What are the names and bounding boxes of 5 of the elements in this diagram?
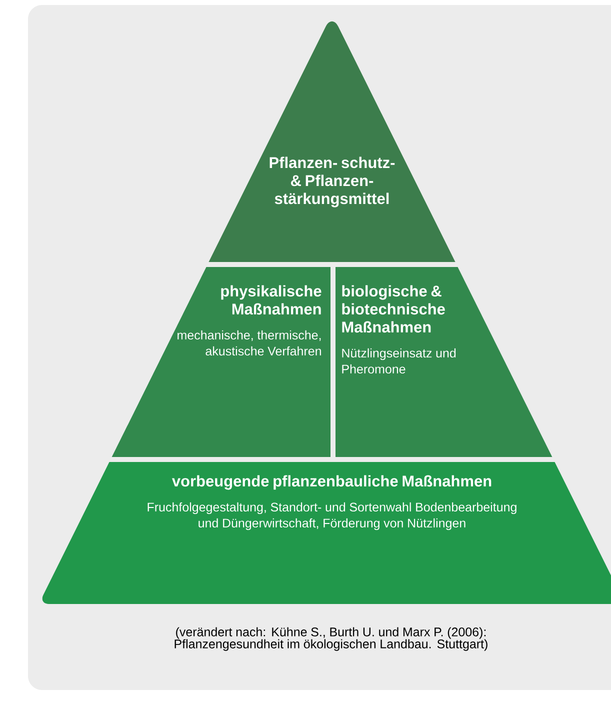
- pyramid-band: vorbeugende pflanzenbauliche Maßnahmen Fruchfolgegestaltung, Standort- und Sortenwahl Bodenbearbeitung und Düngerwirtschaft, Förderung von Nützlingen: [42, 462, 611, 604]
- pyramid-band: biologische & biotechnische Maßnahmen Nützlingseinsatz und Pheromone: [336, 267, 552, 457]
- caption: (verändert nach: Kühne S., Burth U. und Marx P. (2006): Pflanzengesundheit im ökologischen Landbau. Stuttgart): [174, 627, 488, 651]
- pyramid-band: Pflanzen- schutz- & Pflanzen- stärkungsmittel: [208, 21, 456, 262]
- pyramid-band: physikalische Maßnahmen mechanische, thermische, akustische Verfahren: [112, 267, 330, 457]
